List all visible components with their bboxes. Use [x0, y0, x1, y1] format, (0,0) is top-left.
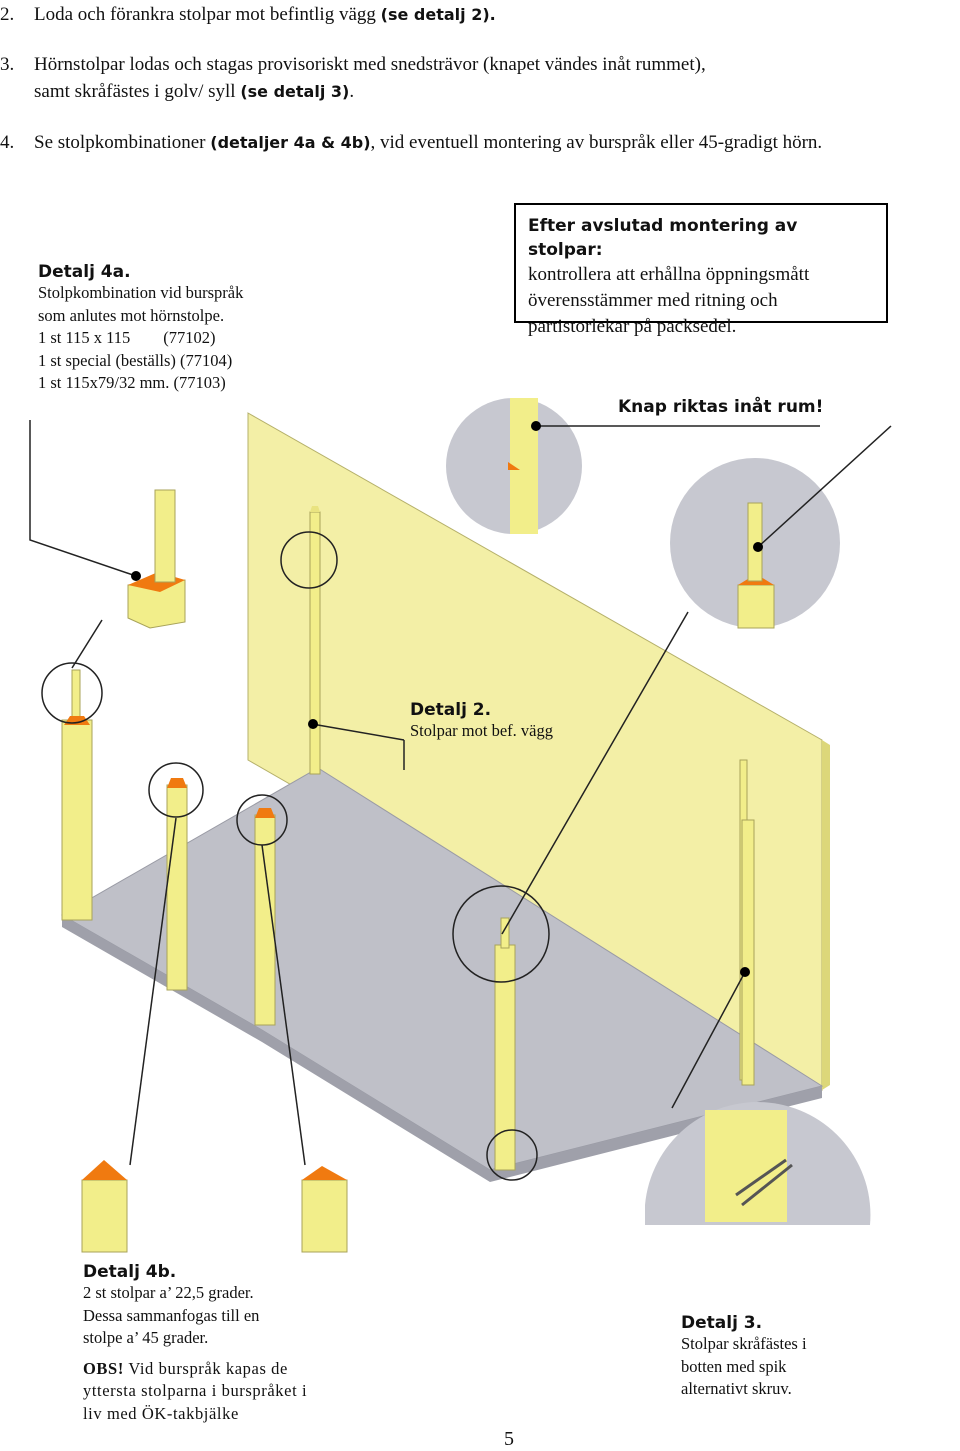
leader-lines	[29, 420, 892, 1166]
step-2: 2. Loda och förankra stolpar mot befintl…	[0, 2, 960, 28]
zoom-detail-3	[645, 1102, 871, 1225]
step-3-tail: .	[349, 81, 355, 102]
zoom-detail-4b-a	[81, 1160, 128, 1253]
step-4-text: Se stolpkombinationer	[34, 132, 211, 153]
step-3-number: 3.	[0, 54, 15, 75]
inspection-note-line: kontrollera att erhållna öppningsmått	[528, 264, 810, 285]
detail-4a-line: 1 st 115x79/32 mm. (77103)	[38, 373, 226, 392]
inspection-note-line: partistorlekar på packsedel.	[528, 316, 737, 337]
front-post	[494, 917, 516, 1171]
corner-post-left	[61, 669, 93, 921]
detail-4a-title: Detalj 4a.	[38, 262, 131, 282]
detail-4b-obs-label: OBS!	[83, 1358, 124, 1378]
inspection-note-title: Efter avslutad montering av stolpar:	[528, 216, 798, 260]
step-2-number: 2.	[0, 4, 15, 25]
detail-4b-line: stolpe a’ 45 grader.	[83, 1328, 209, 1347]
step-2-text: Loda och förankra stolpar mot befintlig …	[34, 4, 381, 25]
detail-2-caption: Detalj 2. Stolpar mot bef. vägg	[410, 700, 630, 743]
step-4-ref: (detaljer 4a & 4b)	[210, 133, 371, 152]
bay-post-2	[254, 808, 276, 1026]
highlight-circle-wall-post	[280, 531, 338, 589]
highlight-circle-corner	[41, 662, 103, 724]
step-2-ref: (se detalj 2).	[380, 5, 496, 24]
right-post	[741, 819, 755, 1086]
detail-3-title: Detalj 3.	[681, 1313, 763, 1333]
detail-4b-obs-line: liv med ÖK-takbjälke	[83, 1403, 239, 1423]
zoom-circle-top	[446, 398, 582, 534]
inspection-note-line: överensstämmer med ritning och	[528, 290, 778, 311]
leader-dots	[131, 421, 763, 977]
highlight-circle-front	[452, 885, 550, 983]
wall-edge	[822, 740, 830, 1090]
detail-2-title: Detalj 2.	[410, 700, 492, 720]
detail-4b-caption: Detalj 4b. 2 st stolpar a’ 22,5 grader. …	[83, 1262, 383, 1425]
step-3-ref: (se detalj 3)	[240, 82, 350, 101]
detail-2-line: Stolpar mot bef. vägg	[410, 721, 553, 740]
detail-4a-caption: Detalj 4a. Stolpkombination vid burspråk…	[38, 262, 318, 395]
step-3-line1: Hörnstolpar lodas och stagas provisorisk…	[34, 54, 706, 75]
detail-4b-obs-line: Vid burspråk kapas de	[123, 1358, 288, 1378]
detail-3-line: alternativt skruv.	[681, 1379, 792, 1398]
detail-4a-line: 1 st 115 x 115 (77102)	[38, 328, 216, 347]
highlight-circle-base	[486, 1129, 538, 1181]
detail-4a-post-combo	[127, 489, 186, 629]
step-4-number: 4.	[0, 132, 15, 153]
detail-3-line: Stolpar skråfästes i	[681, 1334, 807, 1353]
step-4: 4. Se stolpkombinationer (detaljer 4a & …	[0, 130, 960, 156]
detail-4b-obs-line: yttersta stolparna i burspråket i	[83, 1381, 308, 1400]
knap-instruction: Knap riktas inåt rum!	[618, 397, 824, 417]
step-4-tail: , vid eventuell montering av burspråk el…	[370, 132, 823, 153]
inspection-note-box: Efter avslutad montering av stolpar: kon…	[514, 203, 888, 337]
detail-4b-line: Dessa sammanfogas till en	[83, 1305, 260, 1325]
detail-4b-title: Detalj 4b.	[83, 1262, 177, 1282]
step-3-line2: samt skråfästes i golv/ syll	[34, 81, 241, 102]
zoom-detail-4b-b	[301, 1166, 348, 1253]
detail-4a-line: Stolpkombination vid burspråk	[38, 283, 244, 302]
step-3: 3. Hörnstolpar lodas och stagas provisor…	[0, 52, 960, 104]
detail-3-line: botten med spik	[681, 1356, 787, 1376]
page-number: 5	[504, 1428, 514, 1450]
detail-4b-line: 2 st stolpar a’ 22,5 grader.	[83, 1283, 254, 1302]
detail-3-caption: Detalj 3. Stolpar skråfästes i botten me…	[681, 1313, 901, 1401]
highlight-circle-bay-1	[148, 762, 204, 818]
detail-4a-line: som anlutes mot hörnstolpe.	[38, 305, 225, 325]
wall-post-1	[309, 506, 321, 775]
detail-4a-line: 1 st special (beställs) (77104)	[38, 350, 233, 370]
bay-post-1	[166, 778, 188, 991]
